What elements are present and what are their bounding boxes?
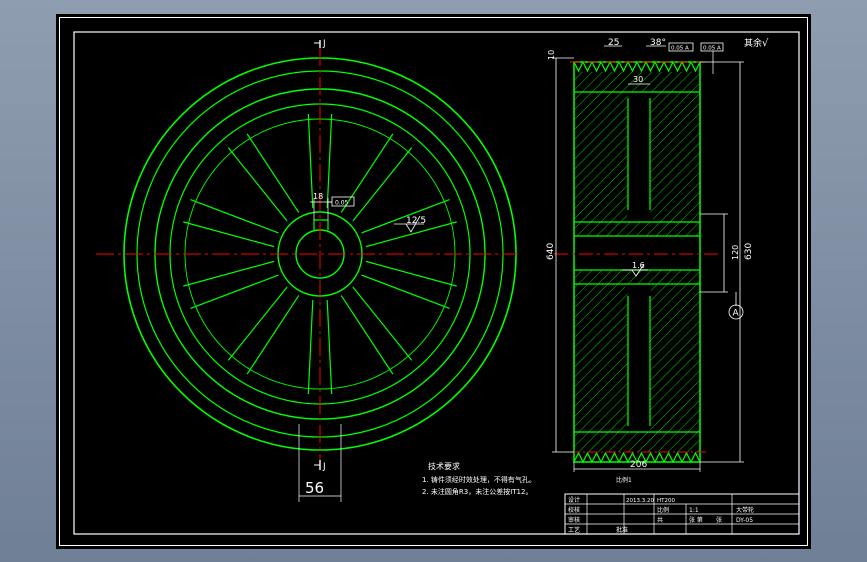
spoke-edge [361, 199, 450, 234]
hub-diameter-text: 120 [731, 245, 740, 260]
tb-review: 审核 [568, 516, 580, 524]
spoke-edge [183, 221, 275, 248]
spoke-edge [307, 299, 314, 395]
keyway-tolerance-text: 0.05 [335, 200, 349, 207]
tb-design: 设计 [568, 496, 580, 504]
spoke-edge [361, 274, 450, 309]
tooth-pitch-text: 25 [608, 38, 619, 48]
teeth-top [573, 60, 701, 73]
spoke-edge [190, 274, 279, 309]
tb-process: 工艺 [568, 526, 580, 534]
web-hatch-top-right [650, 92, 700, 222]
face-width-text: 206 [630, 460, 647, 470]
title-block: 设计 校核 审核 工艺 批准 2013.3.20 HT200 比例 1:1 大带… [564, 493, 800, 535]
web-hatch-bottom-right [650, 284, 700, 432]
hub-roughness-symbol [631, 263, 645, 277]
spoke-edge [183, 260, 275, 287]
hub-roughness-text: 1.6 [632, 261, 645, 270]
spoke-edge [340, 133, 394, 213]
tech-note-2: 2. 未注圆角R3，未注公差按IT12。 [422, 487, 532, 496]
web-hatch-top-left [574, 92, 628, 222]
datum-label: A [733, 309, 740, 319]
corner-value-text: 10 [547, 50, 556, 60]
web-lines-top [627, 98, 651, 210]
spoke-edge [227, 147, 288, 222]
roughness-corner-text: 其余 [744, 37, 762, 49]
rim-hatch-top [574, 72, 700, 92]
inner-frame [73, 31, 800, 535]
rim-inner-diameter-text: 630 [744, 243, 754, 260]
cad-drawing: J J 56 18 0.05 12.5 [59, 17, 808, 546]
spokes [183, 113, 457, 395]
spoke-edge [307, 113, 314, 209]
tolerance-frame-2 [700, 42, 724, 52]
tb-date: 2013.3.20 [626, 498, 654, 504]
cad-drawing-sheet: J J 56 18 0.05 12.5 [56, 14, 811, 549]
outer-diameter-text: 640 [546, 243, 556, 260]
tech-notes-heading: 技术要求 [428, 461, 460, 471]
tolerance-frame-1-text: 0.05 A [671, 46, 689, 52]
tb-drawing-no: DY-05 [736, 517, 753, 524]
tb-scale-label: 比例 [657, 506, 669, 514]
tech-note-1: 1. 铸件须经时效处理，不得有气孔。 [422, 475, 536, 484]
hub-hatch-top [574, 222, 700, 236]
spoke-edge [227, 286, 288, 361]
spoke-edge [190, 199, 279, 234]
datum-circle [728, 304, 744, 320]
tb-check: 校核 [568, 506, 580, 514]
tb-approve: 批准 [616, 526, 628, 534]
hub-hatch-bottom [574, 270, 700, 284]
spoke-edge [326, 299, 333, 395]
teeth-bottom [573, 451, 701, 464]
spoke-edge [246, 295, 300, 375]
spoke-edge [365, 221, 457, 248]
tooth-angle-text: 38° [650, 38, 666, 48]
section-label-bottom: J [322, 462, 326, 472]
rim-dimension-text: 56 [305, 479, 324, 497]
keyway [313, 219, 329, 230]
spoke-edge [365, 260, 457, 287]
tb-part-name: 大带轮 [736, 506, 754, 514]
keyway-dimension-text: 18 [313, 192, 323, 201]
roughness-corner-symbol: √ [762, 38, 769, 49]
rim-hatch-bottom [574, 432, 700, 452]
scale-note: 比例1 [616, 476, 632, 484]
web-hatch-bottom-left [574, 284, 628, 432]
web-lines-bottom [627, 296, 651, 426]
spoke-edge [352, 286, 413, 361]
roughness-symbol [405, 215, 421, 233]
tb-scale: 1:1 [689, 507, 699, 514]
tb-sheets-total: 共 [657, 516, 663, 524]
spoke-edge [340, 295, 394, 375]
side-section-view: 640 630 120 A 206 [546, 37, 769, 484]
tb-material: HT200 [657, 498, 675, 504]
tolerance-frame-1 [668, 42, 694, 52]
outer-border [59, 17, 808, 546]
spoke-edge [246, 133, 300, 213]
section-label-top: J [322, 39, 326, 49]
roughness-value: 12.5 [406, 216, 426, 226]
web-thickness-text: 30 [633, 75, 643, 84]
tolerance-frame-2-text: 0.05 A [703, 46, 721, 52]
front-view: J J 56 18 0.05 12.5 [96, 39, 518, 502]
keyway-tolerance-frame [331, 196, 355, 207]
tb-sheet-end: 张 [716, 516, 722, 524]
tb-sheet-no: 张 第 [689, 516, 703, 524]
technical-notes: 技术要求 1. 铸件须经时效处理，不得有气孔。 2. 未注圆角R3，未注公差按I… [422, 461, 536, 496]
spoke-edge [326, 113, 333, 209]
spoke-edge [352, 147, 413, 222]
